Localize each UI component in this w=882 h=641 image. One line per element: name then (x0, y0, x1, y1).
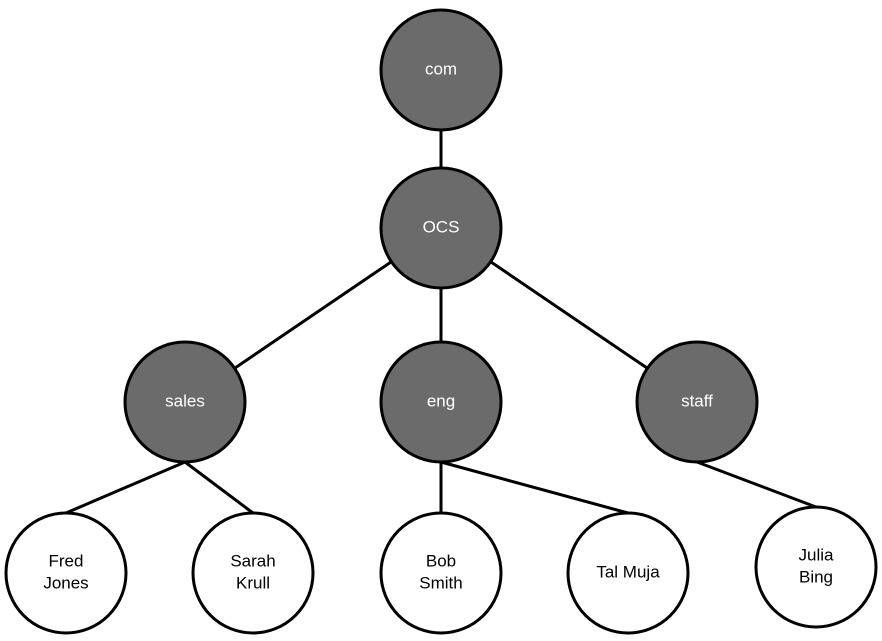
node-label-fred-2: Jones (43, 573, 88, 592)
node-circle-eng (379, 340, 503, 464)
node-ocs: OCS (379, 166, 503, 290)
node-circle-sarah (191, 511, 315, 635)
edge-sales-sarah (184, 460, 254, 515)
node-sales: sales (123, 340, 247, 464)
node-label-sales: sales (165, 391, 205, 410)
node-label-bob-1: Bob (426, 551, 456, 570)
node-tal: Tal Muja (566, 511, 690, 635)
node-label-sarah-2: Krull (236, 573, 270, 592)
node-circle-ocs (379, 166, 503, 290)
node-circle-sales (123, 340, 247, 464)
node-circle-julia (754, 505, 878, 629)
node-label-tal: Tal Muja (596, 562, 660, 581)
node-circle-com (379, 8, 503, 132)
edges (65, 130, 817, 515)
node-label-julia-2: Bing (799, 567, 833, 586)
node-circle-staff (635, 340, 759, 464)
node-label-ocs: OCS (423, 217, 460, 236)
node-label-com: com (425, 59, 457, 78)
node-label-fred-1: Fred (49, 551, 84, 570)
node-label-bob-2: Smith (419, 573, 462, 592)
node-label-eng: eng (427, 391, 455, 410)
node-circle-tal (566, 511, 690, 635)
node-com: com (379, 8, 503, 132)
node-staff: staff (635, 340, 759, 464)
node-eng: eng (379, 340, 503, 464)
edge-ocs-staff (489, 260, 649, 370)
edge-sales-fred (65, 460, 186, 515)
node-label-staff: staff (681, 391, 713, 410)
edge-eng-tal (440, 460, 629, 515)
edge-staff-julia (696, 460, 817, 509)
node-label-sarah-1: Sarah (230, 551, 275, 570)
node-circle-fred (4, 511, 128, 635)
node-circle-bob (379, 511, 503, 635)
node-label-julia-1: Julia (799, 545, 835, 564)
edge-ocs-sales (233, 260, 393, 370)
